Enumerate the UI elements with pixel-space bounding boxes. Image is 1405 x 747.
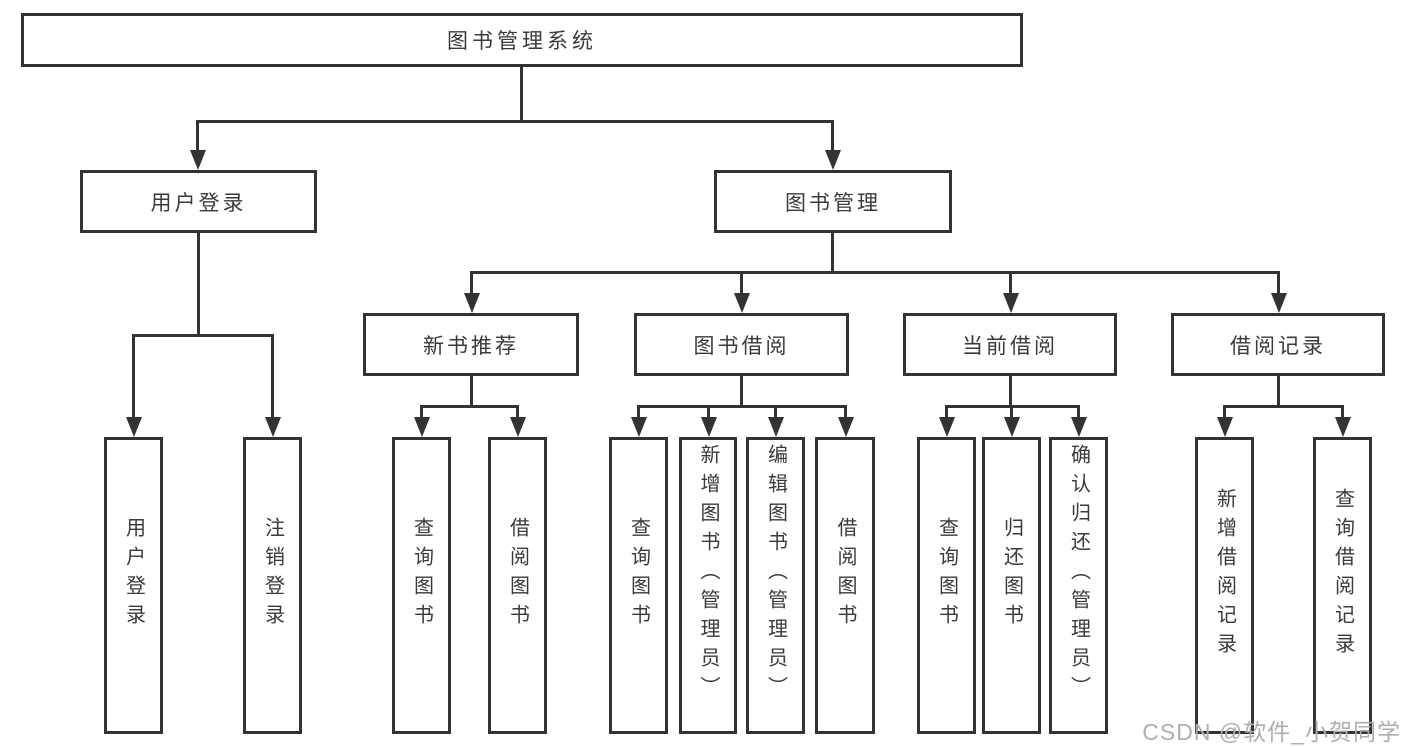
arrow-to-leaf-query-borrow-record (1334, 405, 1351, 437)
arrow-to-current-borrow (1002, 271, 1019, 313)
leaf-add-borrow-record-label: 新增借阅记录 (1213, 487, 1236, 662)
arrow-to-user-login (189, 120, 206, 170)
leaf-user-login-label: 用户登录 (122, 516, 145, 633)
arrow-to-leaf-borrow-books-recommend (509, 405, 526, 437)
connector-new-book-recommend-stem (470, 375, 473, 408)
leaf-query-books-recommend-label: 查询图书 (410, 516, 433, 633)
leaf-query-books-current-label: 查询图书 (935, 516, 958, 633)
csdn-watermark: CSDN @软件_小贺同学 (1142, 719, 1401, 745)
leaf-add-books-admin-label: 新增图书（管理员） (697, 444, 719, 705)
node-book-borrow-label: 图书借阅 (693, 334, 790, 358)
connector-book-management-stem (831, 232, 834, 274)
arrow-to-leaf-add-borrow-record (1216, 405, 1233, 437)
node-root-label: 图书管理系统 (447, 30, 597, 53)
arrow-to-leaf-confirm-return-admin (1070, 405, 1087, 437)
connector-current-borrow-stem (1009, 375, 1012, 408)
arrow-to-leaf-edit-books-admin (767, 405, 784, 437)
leaf-edit-books-admin: 编辑图书（管理员） (746, 437, 805, 734)
connector-root-split (197, 120, 834, 123)
leaf-query-books-borrow-label: 查询图书 (627, 516, 650, 633)
node-current-borrow-label: 当前借阅 (962, 334, 1058, 358)
leaf-add-books-admin: 新增图书（管理员） (679, 437, 737, 734)
node-new-book-recommend-label: 新书推荐 (423, 334, 519, 358)
leaf-query-books-borrow: 查询图书 (609, 437, 668, 734)
connector-root-stem (520, 67, 523, 123)
node-current-borrow: 当前借阅 (903, 313, 1117, 376)
node-book-management: 图书管理 (714, 170, 952, 233)
leaf-return-books: 归还图书 (982, 437, 1041, 734)
node-root: 图书管理系统 (21, 13, 1023, 67)
node-book-management-label: 图书管理 (785, 191, 881, 215)
leaf-edit-books-admin-label: 编辑图书（管理员） (764, 444, 787, 705)
arrow-to-new-book-recommend (463, 271, 480, 313)
connector-book-management-split (470, 271, 1280, 274)
node-new-book-recommend: 新书推荐 (363, 313, 579, 376)
leaf-logout: 注销登录 (243, 437, 302, 734)
arrow-to-leaf-query-books-current (938, 405, 955, 437)
arrow-to-leaf-return-books (1003, 405, 1020, 437)
leaf-add-borrow-record: 新增借阅记录 (1195, 437, 1254, 734)
arrow-to-borrow-records (1270, 271, 1287, 313)
leaf-query-borrow-record-label: 查询借阅记录 (1331, 487, 1354, 662)
node-user-login-label: 用户登录 (150, 191, 247, 215)
arrow-to-leaf-add-books-admin (700, 405, 717, 437)
arrow-to-leaf-query-books-recommend (413, 405, 430, 437)
leaf-confirm-return-admin: 确认归还（管理员） (1049, 437, 1108, 734)
leaf-borrow-books-recommend-label: 借阅图书 (506, 516, 529, 633)
arrow-to-book-management (824, 120, 841, 170)
leaf-user-login: 用户登录 (104, 437, 163, 734)
leaf-return-books-label: 归还图书 (1000, 516, 1023, 633)
connector-user-login-stem (197, 232, 200, 337)
connector-book-borrow-split (637, 405, 847, 408)
leaf-query-books-current: 查询图书 (917, 437, 976, 734)
arrow-to-leaf-user-login (125, 334, 142, 437)
connector-user-login-split (132, 334, 274, 337)
arrow-to-leaf-query-books-borrow (630, 405, 647, 437)
leaf-borrow-books-label: 借阅图书 (834, 516, 856, 633)
arrow-to-book-borrow (733, 271, 750, 313)
arrow-to-leaf-borrow-books (837, 405, 854, 437)
leaf-logout-label: 注销登录 (261, 516, 284, 633)
leaf-query-borrow-record: 查询借阅记录 (1313, 437, 1372, 734)
connector-borrow-records-split (1223, 405, 1344, 408)
leaf-query-books-recommend: 查询图书 (392, 437, 451, 734)
node-user-login: 用户登录 (80, 170, 317, 233)
node-book-borrow: 图书借阅 (634, 313, 849, 376)
arrow-to-leaf-logout (264, 334, 281, 437)
connector-borrow-records-stem (1277, 375, 1280, 408)
leaf-borrow-books: 借阅图书 (815, 437, 875, 734)
connector-new-book-recommend-split (420, 405, 519, 408)
node-borrow-records: 借阅记录 (1171, 313, 1385, 376)
leaf-confirm-return-admin-label: 确认归还（管理员） (1067, 444, 1090, 705)
connector-book-borrow-stem (740, 375, 743, 408)
leaf-borrow-books-recommend: 借阅图书 (488, 437, 547, 734)
node-borrow-records-label: 借阅记录 (1230, 334, 1326, 358)
